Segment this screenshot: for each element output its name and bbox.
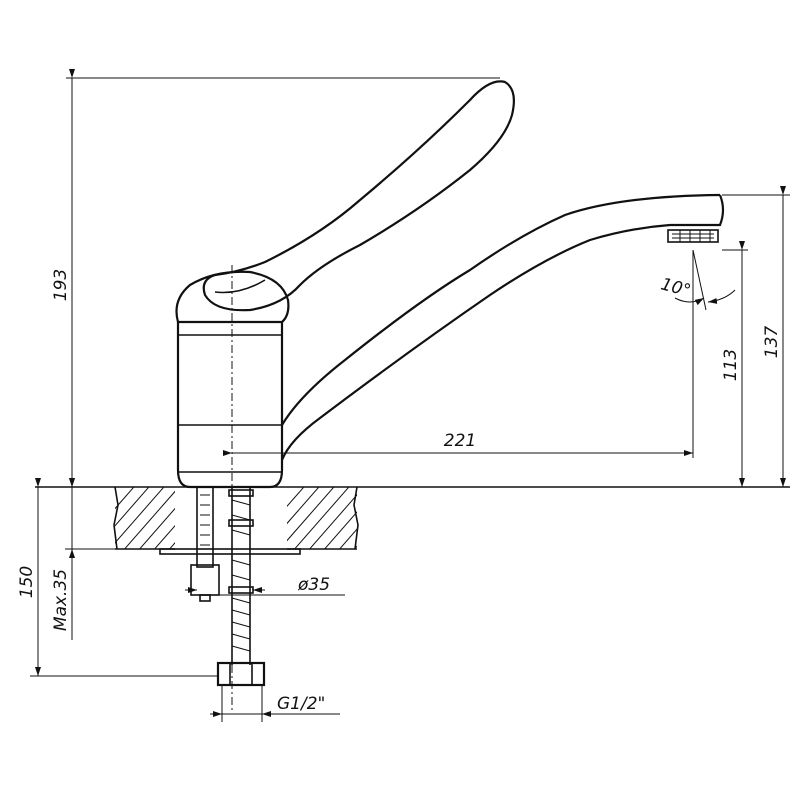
flexible-hose: [228, 487, 254, 665]
dim-137-label: 137: [762, 326, 782, 359]
spout: [280, 193, 725, 461]
dim-max35: Max.35: [51, 470, 75, 640]
dim-221-label: 221: [444, 431, 476, 451]
hose-nut: [216, 661, 266, 687]
dim-193-label: 193: [51, 269, 71, 301]
dim-diameter: ø35: [185, 575, 345, 596]
countertop: [35, 486, 790, 555]
aerator: [667, 229, 719, 243]
lever-handle: [202, 80, 515, 312]
dim-137: 137: [722, 186, 790, 487]
dim-150-label: 150: [17, 566, 37, 598]
dim-221: 221: [223, 250, 694, 458]
dim-thread: G1/2": [210, 685, 340, 722]
dim-113-label: 113: [721, 349, 741, 381]
dim-angle-label: 10°: [659, 274, 693, 301]
dim-thread-label: G1/2": [277, 694, 325, 714]
countertop-hatch-right: [287, 487, 357, 549]
mounting-stud: [190, 486, 220, 602]
dim-113: 113: [721, 241, 748, 487]
dim-150: 150: [17, 478, 218, 677]
cartridge-cap: [175, 270, 290, 324]
dim-angle: 10°: [659, 249, 736, 320]
dim-max35-label: Max.35: [51, 569, 71, 631]
dim-193: 193: [51, 69, 500, 487]
dim-diameter-label: ø35: [297, 575, 330, 595]
countertop-hatch-left: [115, 487, 175, 549]
faucet-body: [176, 322, 284, 489]
